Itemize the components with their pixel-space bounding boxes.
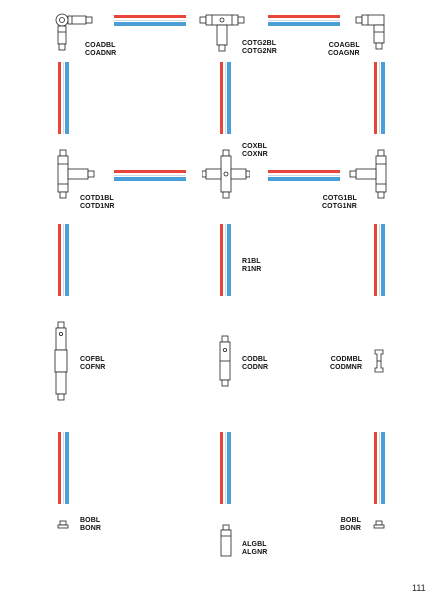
straight-connector-icon [219,335,231,387]
corner-connector-icon [55,13,93,51]
feed-connector-icon [220,524,232,557]
track-rail-vertical [58,224,69,296]
track-rail-vertical [220,62,231,134]
track-rail-vertical [58,62,69,134]
flexible-connector-icon [54,321,68,401]
track-rail-horizontal [268,170,340,181]
track-rail-horizontal [114,170,186,181]
page-number: 111 [412,583,426,593]
tee-connector-icon [349,149,387,199]
track-rail-vertical [374,224,385,296]
mini-connector-icon [374,349,384,373]
corner-connector-icon [355,14,385,50]
track-rail-vertical [374,62,385,134]
end-cap-icon [57,520,69,529]
track-rail-vertical [220,224,231,296]
track-rail-vertical [58,432,69,504]
track-rail-vertical [220,432,231,504]
track-rail-horizontal [114,15,186,26]
tee-connector-icon [199,14,245,52]
cross-connector-icon [202,149,250,199]
tee-connector-icon [57,149,95,199]
track-rail-horizontal [268,15,340,26]
track-rail-vertical [374,432,385,504]
end-cap-icon [373,520,385,529]
